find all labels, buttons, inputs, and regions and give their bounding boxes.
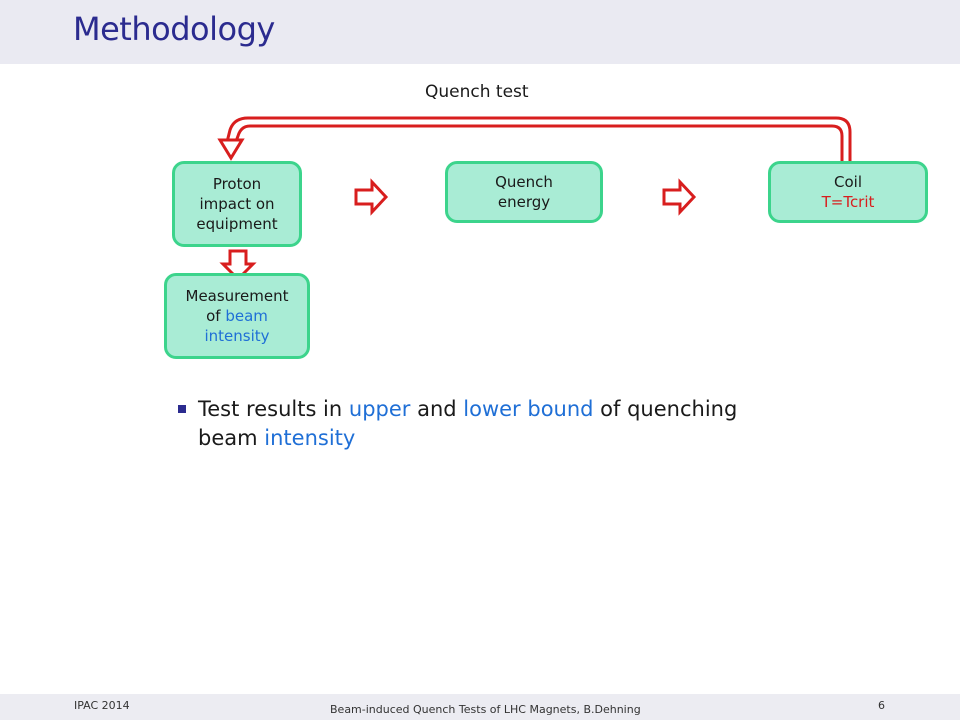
arrow-right-1 [354, 178, 389, 216]
box-proton-line2: impact on [199, 195, 275, 213]
footer-page-number: 6 [878, 699, 885, 712]
footer-conference: IPAC 2014 [74, 699, 130, 712]
bullet-p3: and [410, 397, 464, 421]
bullet-p5: of quenching [593, 397, 738, 421]
bullet-text: Test results in upper and lower bound of… [198, 395, 798, 453]
quench-test-label: Quench test [425, 82, 529, 102]
box-measure-line2a: of [206, 307, 226, 325]
box-energy-line2: energy [497, 193, 551, 211]
slide-title: Methodology [73, 10, 275, 48]
footer-talk-title: Beam-induced Quench Tests of LHC Magnets… [330, 703, 641, 716]
box-proton-line3: equipment [196, 215, 278, 233]
box-quench-energy: Quench energy [445, 161, 603, 223]
box-coil-line2: T=Tcrit [821, 193, 875, 211]
bullet-p1: Test results in [198, 397, 349, 421]
box-measure-line1: Measurement [185, 287, 289, 305]
quench-test-loop-inner [233, 124, 844, 162]
box-proton-impact: Proton impact on equipment [172, 161, 302, 247]
bullet-p7: intensity [264, 426, 356, 450]
box-measure-line2: of beam [186, 306, 289, 326]
box-coil: Coil T=Tcrit [768, 161, 928, 223]
arrow-right-2 [662, 178, 697, 216]
bullet-p6: beam [198, 426, 265, 450]
footer-band [0, 694, 960, 720]
bullet-p4: lower bound [463, 397, 594, 421]
box-energy-line1: Quench [495, 173, 553, 191]
bullet-p2: upper [348, 397, 411, 421]
quench-test-loop-arrowhead [217, 138, 245, 161]
quench-test-loop-outer [225, 116, 852, 162]
bullet-square-icon [178, 405, 186, 413]
box-proton-line1: Proton [212, 175, 262, 193]
box-measurement: Measurement of beam intensity [164, 273, 310, 359]
box-measure-line2b: beam [225, 307, 268, 325]
header-band [0, 0, 960, 64]
box-measure-line3: intensity [204, 327, 270, 345]
arrow-down [219, 249, 257, 282]
box-coil-line1: Coil [834, 173, 862, 191]
